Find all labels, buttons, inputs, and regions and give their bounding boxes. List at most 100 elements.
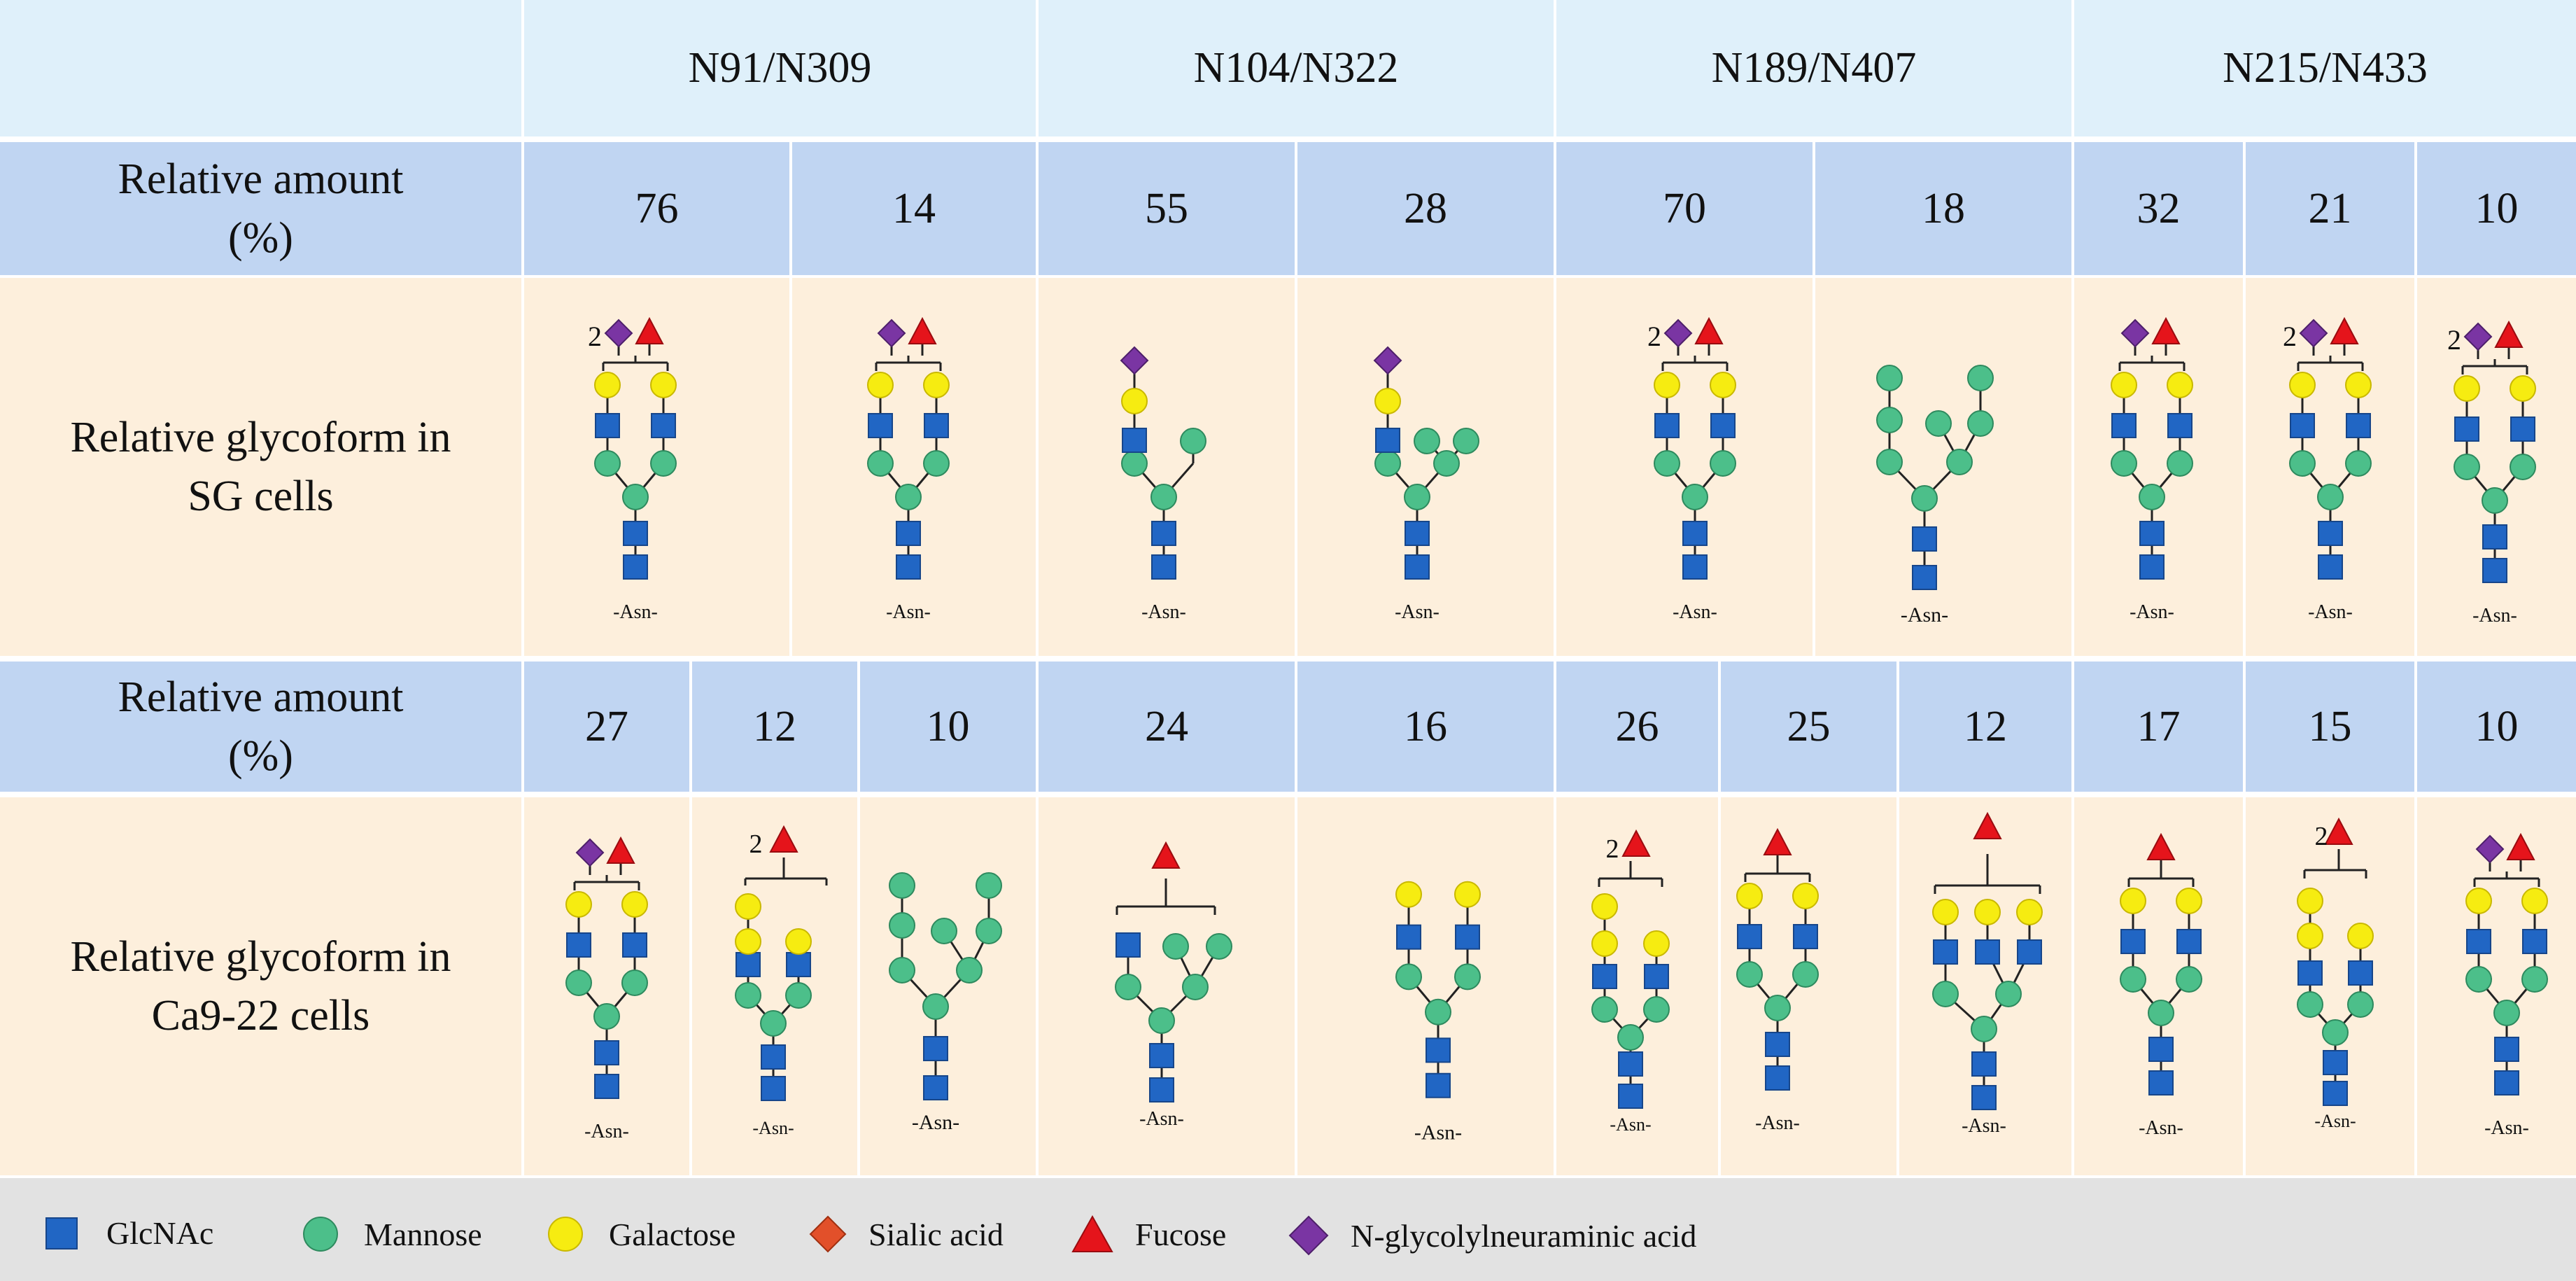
glcnac-square-icon (1426, 1037, 1451, 1063)
legend-item-galactose: Galactose (546, 1214, 736, 1254)
fucose-triangle-icon (1973, 813, 2001, 839)
divider (1813, 278, 1815, 656)
ca-amount-cell: 15 (2246, 662, 2414, 792)
mannose-circle-icon (2167, 450, 2193, 477)
glcnac-square-icon (594, 1074, 619, 1099)
glcnac-square-icon (1644, 964, 1669, 989)
mannose-circle-icon (1971, 1016, 1997, 1042)
legend-item-glcnac: GlcNAc (43, 1214, 213, 1252)
asn-label: -Asn- (1673, 601, 1717, 623)
asn-label: -Asn- (2314, 1111, 2356, 1131)
divider (1554, 278, 1556, 656)
ngna-diamond-icon (1374, 346, 1402, 374)
asn-label: -Asn- (1610, 1114, 1651, 1135)
mannose-circle-icon (1654, 450, 1680, 477)
sg-amount-cell: 70 (1556, 142, 1813, 275)
glcnac-square-icon (1151, 521, 1176, 546)
glcnac-square-icon (1710, 413, 1736, 438)
glcnac-square-icon (2139, 554, 2165, 580)
count-two-label: 2 (2447, 324, 2461, 356)
divider (2414, 797, 2417, 1175)
sg-amount-label-line2: (%) (228, 214, 293, 262)
asn-label: -Asn- (1414, 1121, 1462, 1144)
glcnac-square-icon (1682, 554, 1708, 580)
glcnac-square-icon (2466, 929, 2491, 954)
galactose-circle-icon (1121, 388, 1148, 414)
glcnac-square-icon (2139, 521, 2165, 546)
asn-label: -Asn- (1395, 601, 1440, 623)
ngna-diamond-icon (1664, 319, 1692, 347)
mannose-circle-icon (622, 484, 649, 510)
asn-label: -Asn- (2484, 1117, 2529, 1139)
ca-amount-cell: 27 (524, 662, 689, 792)
glcnac-square-icon (2494, 1037, 2519, 1062)
legend-item-sialic: Sialic acid (808, 1214, 1004, 1254)
galactose-circle-icon (548, 1217, 583, 1252)
mannose-circle-icon (867, 450, 894, 477)
mannose-circle-icon (2139, 484, 2165, 510)
galactose-circle-icon (1710, 372, 1736, 398)
divider (2071, 278, 2074, 656)
mannose-circle-icon (1182, 974, 1209, 1000)
glcnac-square-icon (1115, 932, 1141, 958)
mannose-circle-icon (2465, 966, 2492, 993)
asn-label: -Asn- (1755, 1112, 1800, 1134)
ngna-diamond-icon (1288, 1215, 1329, 1256)
galactose-circle-icon (923, 372, 950, 398)
divider (857, 797, 860, 1175)
mannose-circle-icon (1150, 484, 1177, 510)
mannose-circle-icon (2347, 991, 2374, 1018)
ca-amount-label-line1: Relative amount (118, 673, 404, 721)
glcnac-square-icon (2348, 960, 2373, 986)
mannose-circle-icon (1180, 428, 1206, 454)
galactose-circle-icon (2465, 888, 2492, 914)
glcnac-square-icon (2323, 1050, 2348, 1075)
sg-glycoform-label: Relative glycoform in SG cells (0, 278, 521, 656)
glcnac-square-icon (622, 932, 647, 958)
glcnac-square-icon (2176, 929, 2202, 954)
ngna-diamond-icon (1120, 346, 1148, 374)
ca-glycoform-label-line2: Ca9-22 cells (151, 992, 370, 1040)
mannose-circle-icon (1911, 485, 1938, 512)
glcnac-square-icon (736, 952, 761, 977)
galactose-circle-icon (785, 928, 812, 955)
mannose-circle-icon (1876, 365, 1903, 391)
ca-amount-label-line2: (%) (228, 732, 293, 780)
glcnac-square-icon (1396, 924, 1421, 950)
ngna-diamond-icon (878, 319, 906, 347)
legend-label-mannose: Mannose (364, 1216, 482, 1252)
mannose-circle-icon (621, 969, 648, 996)
glcnac-square-icon (1592, 964, 1617, 989)
mannose-circle-icon (889, 957, 915, 983)
galactose-circle-icon (2347, 923, 2374, 949)
glcnac-square-icon (1405, 554, 1430, 580)
asn-label: -Asn- (2308, 601, 2353, 623)
ca-amount-cell: 16 (1297, 662, 1554, 792)
mannose-circle-icon (1454, 963, 1481, 990)
mannose-circle-icon (1453, 428, 1479, 454)
glcnac-square-icon (1971, 1051, 1997, 1077)
count-two-label: 2 (588, 321, 602, 352)
mannose-circle-icon (2317, 484, 2344, 510)
mannose-circle-icon (593, 1003, 620, 1030)
mannose-circle-icon (650, 450, 677, 477)
glcnac-square-icon (2318, 521, 2343, 546)
ca-amount-cell: 26 (1556, 662, 1718, 792)
mannose-circle-icon (1121, 450, 1148, 477)
mannose-circle-icon (2493, 1000, 2520, 1026)
mannose-circle-icon (2521, 966, 2548, 993)
galactose-circle-icon (1591, 930, 1618, 957)
mannose-circle-icon (1736, 961, 1763, 988)
galactose-circle-icon (2120, 888, 2146, 914)
sg-amount-cell: 28 (1297, 142, 1554, 275)
glcnac-square-icon (923, 1075, 948, 1100)
galactose-circle-icon (1591, 893, 1618, 920)
count-two-label: 2 (1647, 321, 1661, 352)
sg-amount-cell: 55 (1039, 142, 1295, 275)
fucose-triangle-icon (2152, 318, 2180, 344)
site-header-n91: N91/N309 (524, 0, 1036, 136)
galactose-circle-icon (1974, 899, 2001, 925)
mannose-circle-icon (923, 450, 950, 477)
glcnac-square-icon (1912, 526, 1937, 552)
legend-label-sialic: Sialic acid (868, 1216, 1004, 1252)
